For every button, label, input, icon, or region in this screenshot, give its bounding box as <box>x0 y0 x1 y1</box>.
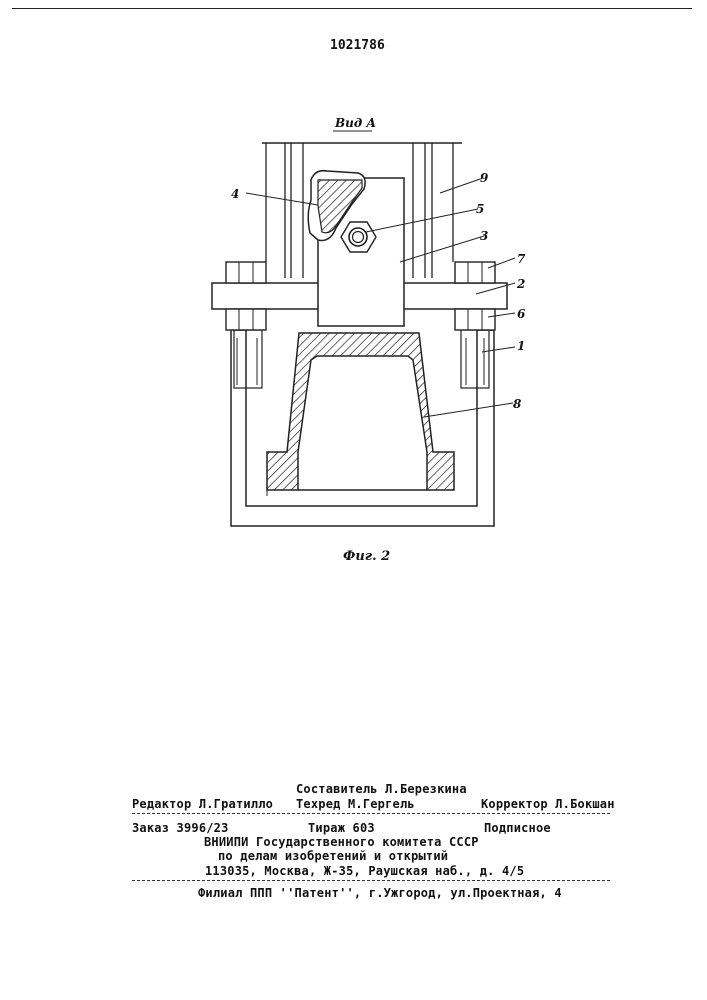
techred: Техред М.Гергель <box>296 797 415 811</box>
org-line-2: по делам изобретений и открытий <box>218 849 448 863</box>
callout-3: 3 <box>480 229 488 243</box>
leader-8 <box>424 403 513 417</box>
nut-bottom-left <box>226 309 266 330</box>
leader-4 <box>246 193 318 205</box>
callout-5: 5 <box>476 202 484 216</box>
address: 113035, Москва, Ж-35, Раушская наб., д. … <box>205 864 524 878</box>
view-label: Вид А <box>334 116 376 130</box>
die <box>267 333 454 490</box>
callout-4: 4 <box>231 187 239 201</box>
figure-caption: Фиг. 2 <box>343 549 390 564</box>
callout-6: 6 <box>517 307 526 321</box>
callout-8: 8 <box>513 397 522 411</box>
nut-top-left <box>226 262 266 283</box>
org-line-1: ВНИИПИ Государственного комитета СССР <box>204 835 479 849</box>
colophon-rule-2 <box>132 880 610 881</box>
editor: Редактор Л.Гратилло <box>132 797 273 811</box>
print-run: Тираж 603 <box>308 821 375 835</box>
colophon-rule-1 <box>132 813 610 814</box>
stud-right <box>461 330 489 388</box>
callout-2: 2 <box>516 277 525 291</box>
order: Заказ 3996/23 <box>132 821 229 835</box>
branch: Филиал ППП ''Патент'', г.Ужгород, ул.Про… <box>198 886 562 900</box>
stud-left <box>234 330 262 388</box>
nut-bottom-right <box>455 309 495 330</box>
callout-7: 7 <box>517 252 526 266</box>
u-frame <box>231 330 494 526</box>
callout-9: 9 <box>480 171 489 185</box>
compiler: Составитель Л.Березкина <box>296 782 467 796</box>
leader-1 <box>482 347 515 352</box>
leader-9 <box>440 178 483 193</box>
subscription: Подписное <box>484 821 551 835</box>
nut-top-right <box>455 262 495 283</box>
corrector: Корректор Л.Бокшан <box>481 797 615 811</box>
callout-1: 1 <box>517 339 525 353</box>
technical-drawing: Вид А 4 9 5 3 7 2 6 1 8 Фиг. 2 <box>0 0 707 620</box>
